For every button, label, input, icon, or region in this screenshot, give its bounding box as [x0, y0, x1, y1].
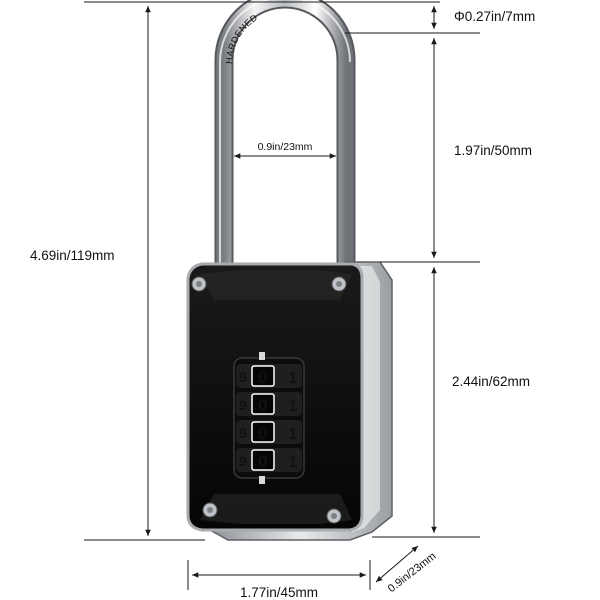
label-shackle-diameter: Φ0.27in/7mm [454, 9, 535, 24]
screw-top-left [191, 276, 207, 292]
lock-body: 9 0 1 9 0 1 9 0 1 9 [186, 261, 393, 541]
dial-digit-left: 9 [239, 453, 247, 469]
dial-digit-center: 0 [258, 452, 267, 471]
dial-digit-left: 9 [239, 425, 247, 441]
dial-digit-right: 1 [289, 454, 298, 471]
dial-digit-right: 1 [289, 426, 298, 443]
label-shackle-inner-width: 0.9in/23mm [258, 141, 313, 153]
dial-digit-center: 0 [258, 368, 267, 387]
dial-row-3[interactable]: 9 0 1 [236, 420, 302, 444]
label-body-height: 2.44in/62mm [452, 374, 530, 389]
shackle: HARDENED [214, 0, 356, 268]
dial-digit-left: 9 [239, 397, 247, 413]
dial-digit-center: 0 [258, 424, 267, 443]
dial-digit-right: 1 [289, 398, 298, 415]
dial-row-1[interactable]: 9 0 1 [236, 364, 302, 388]
dimension-labels: Φ0.27in/7mm 1.97in/50mm 2.44in/62mm 4.69… [30, 9, 535, 600]
dial-row-4[interactable]: 9 0 1 [236, 448, 302, 472]
screw-top-right [331, 276, 347, 292]
label-body-width: 1.77in/45mm [240, 585, 318, 600]
screw-bottom-right [326, 508, 342, 524]
dial-digit-center: 0 [258, 396, 267, 415]
label-shackle-clearance: 1.97in/50mm [454, 143, 532, 158]
label-body-depth: 0.9in/23mm [386, 550, 439, 595]
dimension-lines [84, 1, 480, 590]
dial-row-2[interactable]: 9 0 1 [236, 392, 302, 416]
dial-digit-left: 9 [239, 369, 247, 385]
combination-dials: 9 0 1 9 0 1 9 0 1 9 [233, 352, 305, 484]
dial-digit-right: 1 [289, 370, 298, 387]
screw-bottom-left [202, 502, 218, 518]
label-total-height: 4.69in/119mm [30, 248, 115, 263]
